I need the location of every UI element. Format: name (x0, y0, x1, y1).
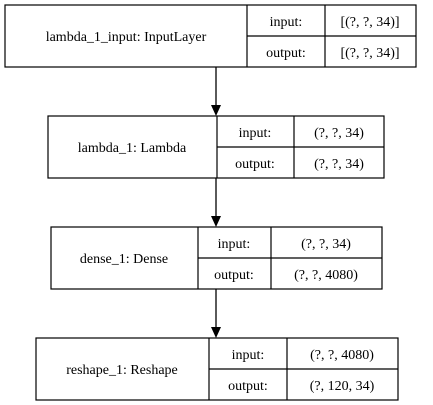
layer-node-lambda: lambda_1: Lambda input: (?, ?, 34) outpu… (47, 115, 385, 179)
input-label: input: (232, 348, 265, 363)
edge-arrow (211, 289, 221, 338)
output-shape: (?, 120, 34) (310, 379, 375, 394)
edge-arrow (211, 67, 221, 116)
output-label: output: (235, 157, 275, 172)
output-shape: (?, ?, 4080) (294, 268, 358, 283)
output-shape: [(?, ?, 34)] (340, 46, 399, 61)
layer-name: lambda_1: Lambda (78, 141, 187, 156)
layer-name: dense_1: Dense (80, 252, 168, 267)
layer-node-dense: dense_1: Dense input: (?, ?, 34) output:… (50, 226, 383, 290)
layer-node-input: lambda_1_input: InputLayer input: [(?, ?… (4, 4, 417, 68)
input-label: input: (239, 126, 272, 141)
output-label: output: (228, 379, 268, 394)
input-shape: (?, ?, 34) (314, 126, 364, 141)
input-shape: [(?, ?, 34)] (340, 15, 399, 30)
input-shape: (?, ?, 4080) (310, 348, 374, 363)
layer-node-reshape: reshape_1: Reshape input: (?, ?, 4080) o… (35, 337, 399, 401)
layer-name: lambda_1_input: InputLayer (46, 30, 207, 45)
input-label: input: (270, 15, 303, 30)
layer-name: reshape_1: Reshape (66, 363, 178, 378)
edge-arrow (211, 178, 221, 227)
input-shape: (?, ?, 34) (301, 237, 351, 252)
output-shape: (?, ?, 34) (314, 157, 364, 172)
output-label: output: (214, 268, 254, 283)
input-label: input: (218, 237, 251, 252)
output-label: output: (266, 46, 306, 61)
